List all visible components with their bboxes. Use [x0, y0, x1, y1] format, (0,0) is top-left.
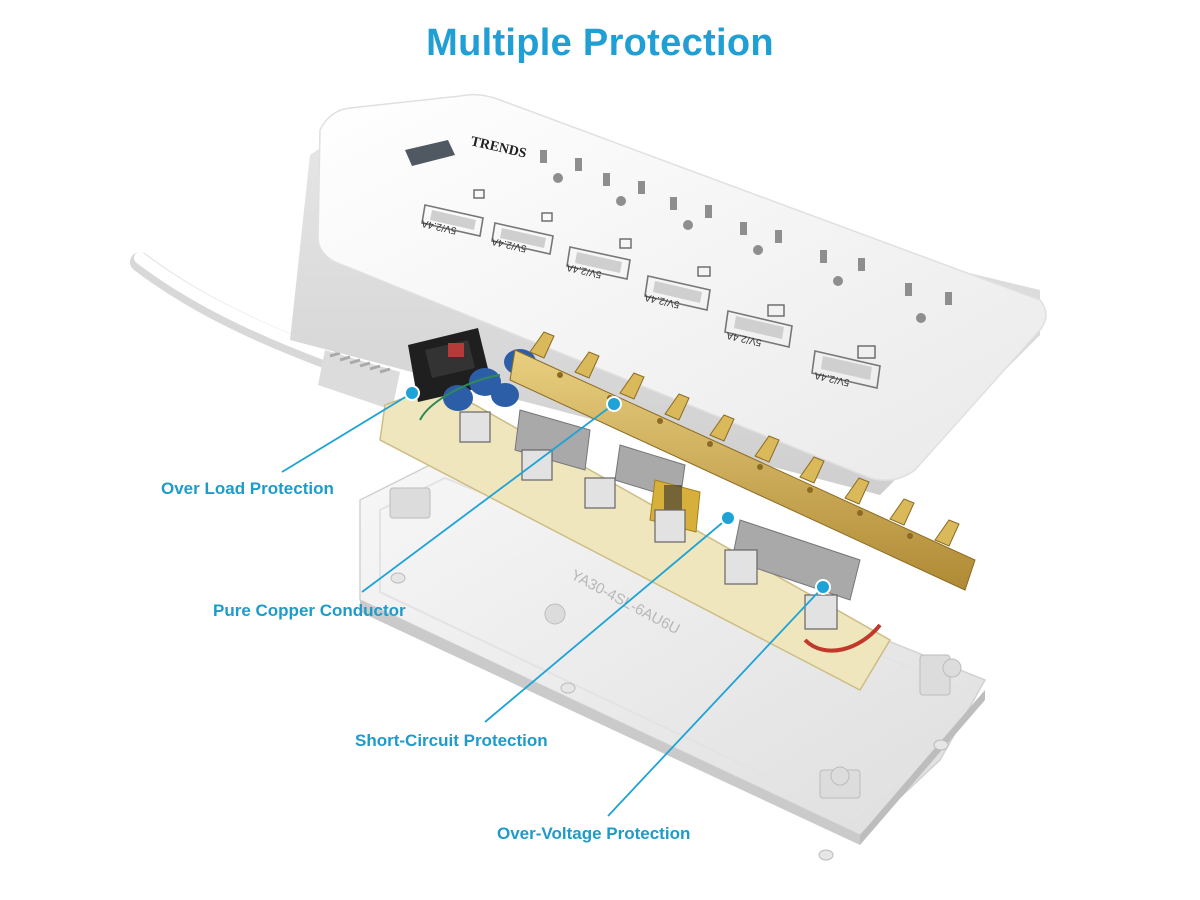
usb-port — [811, 345, 881, 389]
usb-port — [491, 212, 554, 255]
page-title: Multiple Protection — [426, 22, 774, 64]
ac-outlet — [905, 283, 952, 323]
leader-over-load — [281, 385, 420, 473]
ac-outlet — [740, 222, 782, 255]
copper-bus-bar — [509, 331, 976, 591]
screws — [390, 572, 949, 861]
ac-outlet — [820, 250, 865, 286]
usb-port — [644, 266, 711, 311]
callout-pure-copper-conductor: Pure Copper Conductor — [213, 601, 406, 620]
circuit-board — [379, 328, 892, 691]
leader-over-voltage — [607, 579, 831, 817]
power-cord — [130, 252, 400, 410]
ac-outlets — [540, 150, 952, 323]
callout-over-voltage-protection: Over-Voltage Protection — [497, 824, 691, 843]
top-housing: TRENDS — [290, 93, 1047, 495]
usb-port — [421, 189, 485, 237]
usb-port — [724, 304, 793, 348]
ac-outlet — [670, 197, 712, 230]
cord-strain-relief — [318, 350, 400, 410]
callout-over-load-protection: Over Load Protection — [161, 479, 334, 498]
callout-short-circuit-protection: Short-Circuit Protection — [355, 731, 548, 750]
leader-pure-copper — [361, 396, 622, 593]
usb-port — [566, 238, 632, 280]
ac-outlet — [540, 150, 582, 183]
callout-leader-lines — [281, 385, 831, 817]
ac-outlet — [603, 173, 645, 206]
usb-ports — [421, 189, 881, 389]
leader-short-circuit — [484, 510, 736, 723]
display-window — [405, 140, 455, 166]
